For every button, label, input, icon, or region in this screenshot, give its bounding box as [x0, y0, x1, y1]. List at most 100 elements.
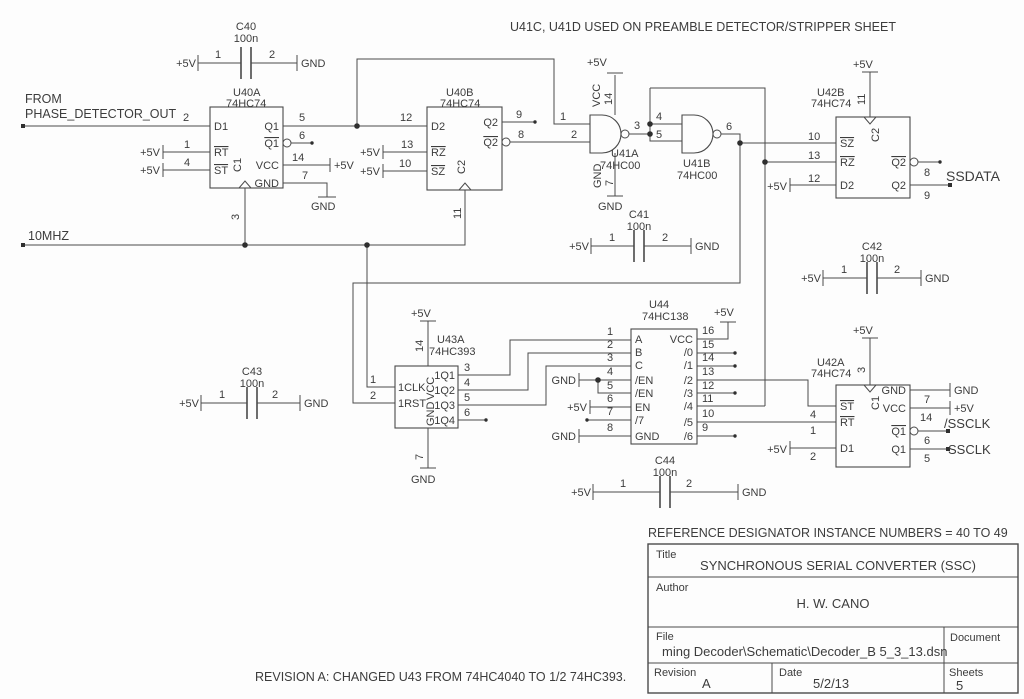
titleblock-title: SYNCHRONOUS SERIAL CONVERTER (SSC): [700, 558, 976, 573]
u44-vcc-rail: +5V: [714, 307, 735, 319]
c43-value: 100n: [240, 378, 264, 390]
u40a-rst-label: RT: [214, 147, 229, 159]
capacitor-c40: C40 100n 1 2 +5V GND: [176, 21, 325, 70]
u44-o2-label: /2: [684, 375, 693, 387]
u40b-pin-rst: 13: [401, 139, 413, 151]
u40b-set-label: SZ: [431, 166, 445, 178]
titleblock-file: ming Decoder\Schematic\Decoder_B 5_3_13.…: [662, 644, 947, 659]
c44-value: 100n: [653, 467, 677, 479]
u43a-pin-vcc: 14: [414, 340, 426, 352]
c43-pin2: 2: [272, 389, 278, 401]
u40b-q-label: Q2: [483, 117, 498, 129]
u42b-q-label: Q2: [891, 180, 906, 192]
stub-end-dots: [310, 120, 942, 438]
u43a-gnd-rail: GND: [411, 474, 436, 486]
u40a-gnd-label: GND: [255, 178, 280, 190]
u43a-counter: U43A 74HC393 +5V 14 VCC GND 7 GND 1CLK 1…: [370, 308, 475, 486]
u40a-vcc-label: VCC: [256, 160, 279, 172]
titleblock-author: H. W. CANO: [797, 596, 870, 611]
u44-o3-label: /3: [684, 388, 693, 400]
c41-ref: C41: [629, 209, 649, 221]
u43a-pin-rst: 2: [370, 390, 376, 402]
u44-en3-label: EN: [635, 402, 650, 414]
junction-dots: [242, 121, 768, 383]
u40b-qn-label: Q2: [483, 137, 498, 149]
u44-c-label: C: [635, 360, 643, 372]
u44-en2-label: /EN: [635, 388, 653, 400]
u44-body: [630, 328, 698, 445]
u43a-q1-label: 1Q1: [434, 370, 455, 382]
c44-pin2: 2: [686, 478, 692, 490]
net-label-ssdata: SSDATA: [946, 168, 1001, 184]
u42a-gnd-label: GND: [882, 385, 907, 397]
u40b-pin-clk: 11: [452, 208, 464, 219]
u42b-clk-vcc: +5V: [853, 59, 874, 71]
u44-pin-en2: 5: [607, 380, 613, 392]
u42b-part: 74HC74: [811, 98, 851, 110]
u43a-pin-q4: 6: [464, 407, 470, 419]
u41b-ref: U41B: [683, 158, 711, 170]
note-revision: REVISION A: CHANGED U43 FROM 74HC4040 TO…: [255, 670, 626, 684]
u42a-pin-set: 4: [810, 409, 816, 421]
capacitor-c44: C44 100n 1 2 +5V GND: [571, 455, 766, 499]
u42b-pin-qn: 8: [924, 167, 930, 179]
titleblock-document-label: Document: [950, 632, 1000, 644]
titleblock-author-label: Author: [656, 582, 689, 594]
u42a-clk-vcc: +5V: [853, 325, 874, 337]
u40a-pin-q: 5: [299, 112, 305, 124]
u40a-pin-vcc: 14: [292, 152, 304, 164]
titleblock-revision-label: Revision: [654, 667, 696, 679]
u44-gnd-label: GND: [635, 431, 660, 443]
titleblock-title-label: Title: [656, 549, 676, 561]
u40b-clk-label: C2: [456, 160, 468, 174]
u41b-nand-gate: [681, 114, 714, 154]
u40b-qbar-bubble: [501, 137, 511, 147]
u41a-gnd-rail: GND: [598, 201, 623, 213]
u43a-q4-label: 1Q4: [434, 415, 455, 427]
u42b-body: [835, 116, 911, 199]
u44-b-label: B: [635, 347, 642, 359]
u41a-ref: U41A: [611, 148, 639, 160]
u40a-body: [209, 106, 284, 189]
c40-gnd-label: GND: [301, 58, 326, 70]
u41b-part: 74HC00: [677, 170, 717, 182]
c42-pin1: 1: [841, 264, 847, 276]
u43a-q3-label: 1Q3: [434, 400, 455, 412]
u43a-pin-clk: 1: [370, 374, 376, 386]
u40b-pin-q: 9: [516, 109, 522, 121]
u42b-ref: U42B: [817, 87, 845, 99]
u43a-pin-q1: 3: [464, 362, 470, 374]
c41-pin2: 2: [662, 232, 668, 244]
clock-triangles: [238, 116, 877, 393]
c40-vcc-label: +5V: [176, 58, 197, 70]
u42a-d-label: D1: [840, 443, 854, 455]
u42a-qbar-bubble: [909, 426, 919, 436]
c41-pin1: 1: [609, 232, 615, 244]
c44-gnd-label: GND: [742, 487, 767, 499]
u42b-pin-q: 9: [924, 190, 930, 202]
net-label-from: FROM: [25, 92, 62, 106]
u40b-rst-vcc: +5V: [360, 147, 381, 159]
u44-gnd-rail: GND: [552, 431, 577, 443]
u40b-flipflop: U40B 74HC74 D2 RZ SZ Q2 Q2 C2 12 13 10 9…: [360, 87, 524, 219]
u44-pin-b: 2: [607, 339, 613, 351]
u43a-pin-gnd: 7: [414, 454, 426, 460]
u40b-set-vcc: +5V: [360, 166, 381, 178]
u44-decoder: U44 74HC138 A B C /EN /EN EN /7 GND 1 2 …: [552, 299, 735, 443]
net-label-10mhz: 10MHZ: [28, 229, 69, 243]
u42a-pin-rst: 1: [810, 425, 816, 437]
titleblock-date: 5/2/13: [813, 676, 849, 691]
u42a-q-label: Q1: [891, 444, 906, 456]
u43a-vcc-label: VCC: [425, 377, 437, 400]
u40a-pin-clk: 3: [230, 214, 242, 220]
u44-o0-label: /0: [684, 347, 693, 359]
u44-part: 74HC138: [642, 311, 688, 323]
u41a-vcc-rail: +5V: [587, 57, 608, 69]
u41a-pin-out: 3: [634, 120, 640, 132]
c43-gnd-label: GND: [304, 398, 329, 410]
u40a-d-label: D1: [214, 121, 228, 133]
u41b-pin-in2: 5: [656, 129, 662, 141]
u40a-pin-set: 4: [184, 157, 190, 169]
c44-ref: C44: [655, 455, 675, 467]
u44-pin-gnd: 8: [607, 422, 613, 434]
